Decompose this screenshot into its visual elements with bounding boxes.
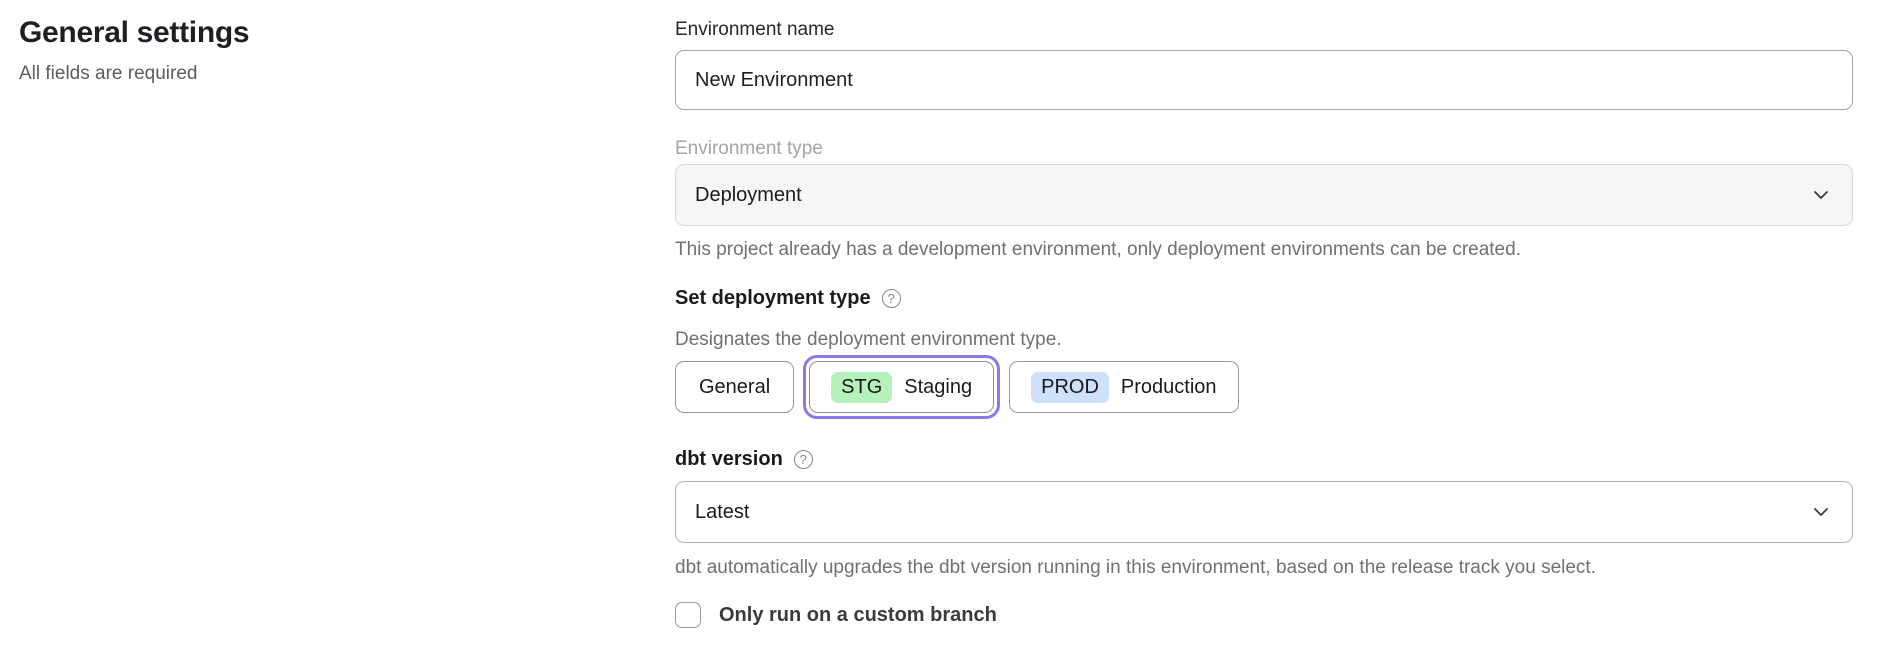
dbt-version-helper: dbt automatically upgrades the dbt versi… [675, 557, 1596, 578]
page-subtitle: All fields are required [19, 63, 198, 84]
staging-badge: STG [831, 371, 893, 403]
deployment-type-staging-label: Staging [904, 375, 973, 398]
deployment-type-options: General STG Staging PROD Production [675, 354, 1853, 420]
deployment-type-general-button[interactable]: General [675, 361, 795, 413]
chevron-down-icon [1813, 190, 1829, 200]
production-badge: PROD [1031, 371, 1109, 403]
deployment-type-staging-button[interactable]: STG Staging [809, 361, 995, 413]
environment-type-helper: This project already has a development e… [675, 239, 1521, 260]
environment-name-label: Environment name [675, 19, 835, 40]
help-icon[interactable]: ? [881, 289, 901, 308]
settings-intro: General settings All fields are required [19, 16, 539, 85]
dbt-version-select[interactable]: Latest [675, 481, 1853, 543]
deployment-type-heading: Set deployment type ? [675, 287, 1853, 310]
dbt-version-value: Latest [695, 500, 750, 523]
dbt-version-heading: dbt version ? [675, 448, 1853, 471]
page-title: General settings [19, 16, 250, 49]
environment-type-value: Deployment [695, 183, 802, 206]
custom-branch-checkbox[interactable] [675, 602, 701, 628]
environment-type-select[interactable]: Deployment [675, 164, 1853, 226]
deployment-type-heading-text: Set deployment type [675, 287, 871, 309]
custom-branch-label: Only run on a custom branch [719, 603, 997, 626]
deployment-type-description: Designates the deployment environment ty… [675, 329, 1062, 350]
custom-branch-row: Only run on a custom branch [675, 601, 1853, 629]
dbt-version-heading-text: dbt version [675, 448, 783, 470]
deployment-type-selected-ring: STG Staging [803, 355, 1001, 419]
chevron-down-icon [1813, 507, 1829, 517]
deployment-type-general-label: General [699, 375, 771, 398]
environment-type-label: Environment type [675, 138, 823, 159]
help-icon[interactable]: ? [793, 450, 813, 469]
environment-form: Environment name Environment type Deploy… [675, 0, 1853, 629]
environment-name-input[interactable] [675, 50, 1853, 110]
deployment-type-production-label: Production [1120, 375, 1217, 398]
deployment-type-production-button[interactable]: PROD Production [1009, 361, 1239, 413]
